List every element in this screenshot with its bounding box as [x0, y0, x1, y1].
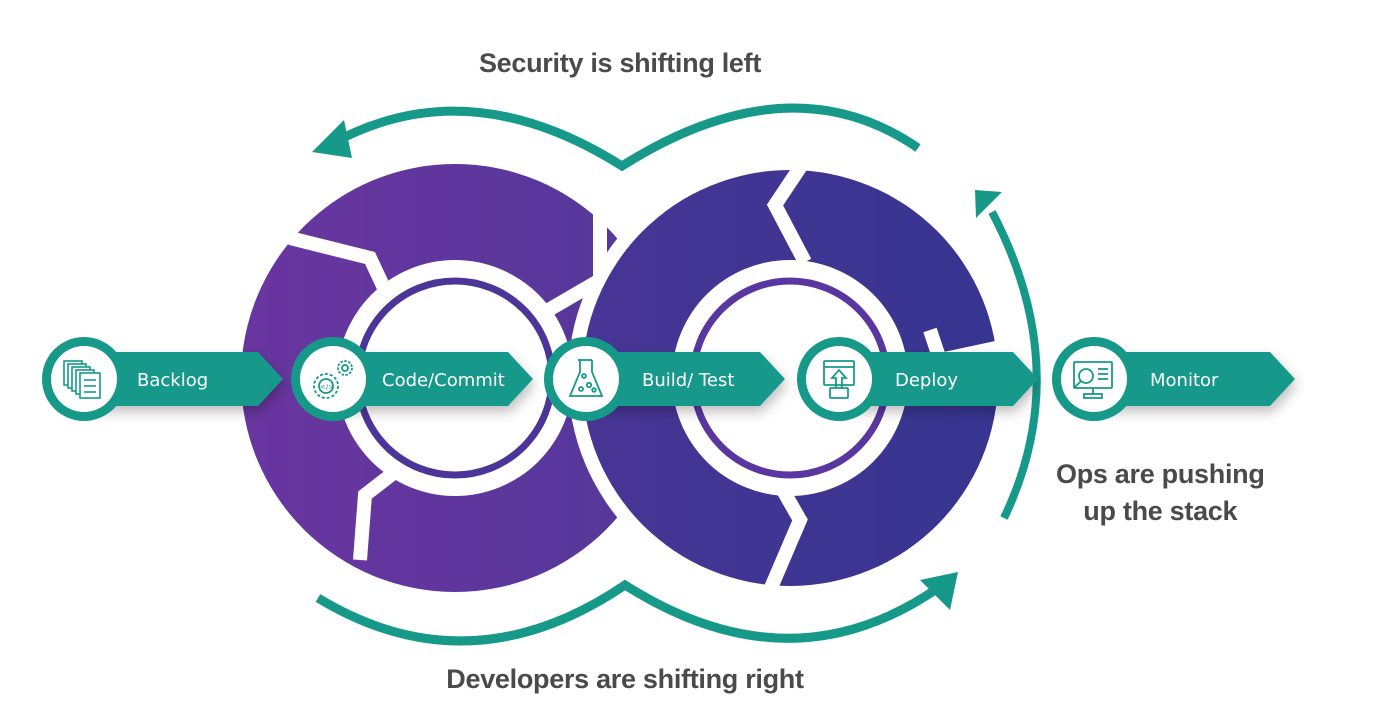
stage-monitor[interactable]: Monitor — [1052, 337, 1295, 421]
stage-label: Build/ Test — [642, 370, 734, 391]
stage-banner — [340, 352, 533, 406]
arrowhead-left-icon — [312, 120, 352, 158]
arrowhead-up-icon — [975, 190, 1002, 218]
gears-code-icon: </> — [313, 360, 353, 399]
stage-label: Backlog — [137, 370, 208, 391]
stage-banner — [845, 352, 1038, 406]
security-caption: Security is shifting left — [478, 48, 762, 78]
stage-badge-bg — [806, 346, 872, 412]
flask-icon — [568, 359, 604, 397]
stage-banner — [1098, 352, 1295, 406]
ops-caption: Ops are pushing up the stack — [1056, 456, 1265, 530]
stage-label: Deploy — [895, 370, 958, 391]
security-shift-left-arrow — [312, 103, 921, 172]
stage-code-commit[interactable]: </> Code/Commit — [291, 337, 533, 421]
stage-badge-bg — [553, 346, 619, 412]
right-ring-segments — [582, 170, 998, 586]
stage-build-test[interactable]: Build/ Test — [544, 337, 785, 421]
ops-caption-line-1: Ops are pushing — [1056, 459, 1265, 489]
ops-push-up-arrow — [975, 190, 1041, 520]
stage-label: Monitor — [1150, 370, 1219, 391]
browser-upload-icon — [823, 360, 855, 399]
developers-caption: Developers are shifting right — [446, 664, 804, 694]
stage-banner — [90, 352, 283, 406]
stage-backlog[interactable]: Backlog — [42, 337, 283, 421]
pipeline: Backlog </> Code/Commit — [42, 337, 1295, 421]
svg-text:</>: </> — [320, 383, 334, 391]
documents-stack-icon — [63, 360, 101, 399]
stage-banner — [592, 352, 785, 406]
stage-badge-bg — [1061, 346, 1127, 412]
stage-label: Code/Commit — [382, 370, 505, 391]
developers-shift-right-arrow — [315, 572, 958, 646]
stage-deploy[interactable]: Deploy — [797, 337, 1038, 421]
stage-badge-bg — [300, 346, 366, 412]
arrowhead-right-icon — [920, 572, 958, 610]
monitor-magnifier-icon — [1073, 361, 1113, 399]
ops-caption-line-2: up the stack — [1083, 496, 1238, 526]
